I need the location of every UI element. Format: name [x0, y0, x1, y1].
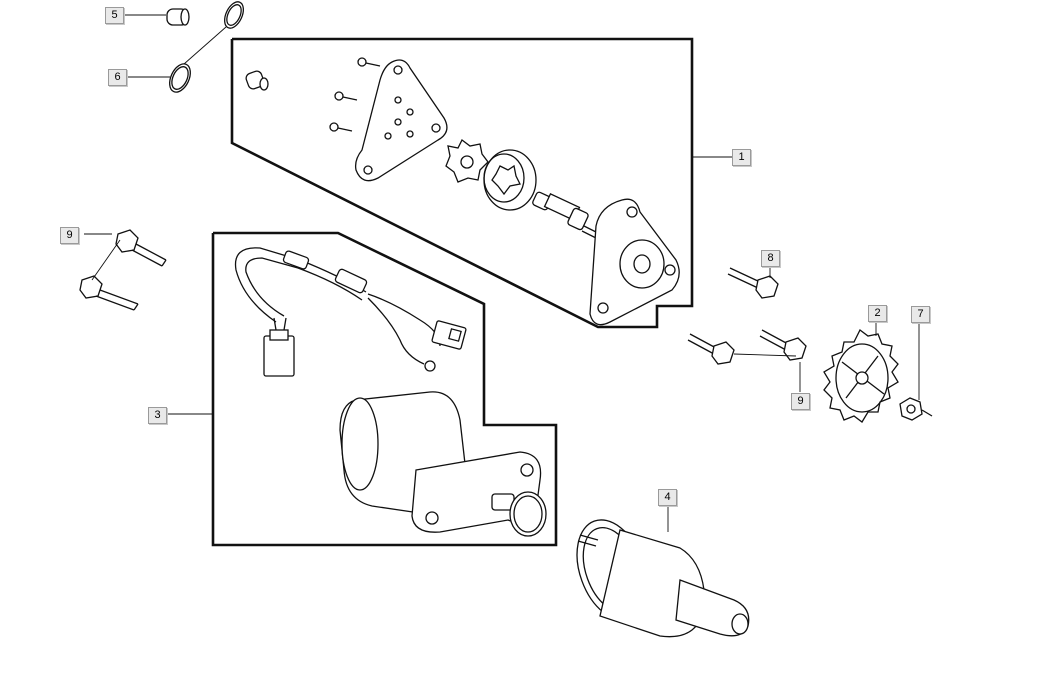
bolt-part-9-right [687, 329, 807, 392]
callout-3[interactable]: 3 [148, 407, 167, 424]
callout-9-left[interactable]: 9 [60, 227, 79, 244]
callout-7[interactable]: 7 [911, 306, 930, 323]
bolt-part-9-left [79, 229, 167, 311]
small-screws [329, 57, 381, 132]
drive-shaft [532, 191, 601, 240]
starter-drive-part-4 [576, 519, 750, 638]
bolt-part-8 [727, 264, 779, 299]
callout-4[interactable]: 4 [658, 489, 677, 506]
bush-in-kit [245, 70, 269, 91]
nut-part-7 [899, 322, 933, 421]
circlip-part-6 [169, 1, 245, 93]
starter-motor [339, 391, 547, 537]
wiring-harness [234, 247, 467, 377]
callout-1[interactable]: 1 [732, 149, 751, 166]
sprocket-part-2 [823, 322, 899, 423]
internal-ring-gear [483, 149, 537, 211]
callout-6[interactable]: 6 [108, 69, 127, 86]
group-frame-part-3 [211, 231, 558, 547]
callout-2[interactable]: 2 [868, 305, 887, 322]
star-gear [445, 139, 489, 183]
callout-5[interactable]: 5 [105, 7, 124, 24]
callout-9-right[interactable]: 9 [791, 393, 810, 410]
triangular-plate [354, 59, 448, 182]
cover-flange [589, 198, 680, 326]
bush-part-5 [166, 8, 190, 26]
group-frame-part-1 [230, 37, 694, 329]
callout-8[interactable]: 8 [761, 250, 780, 267]
